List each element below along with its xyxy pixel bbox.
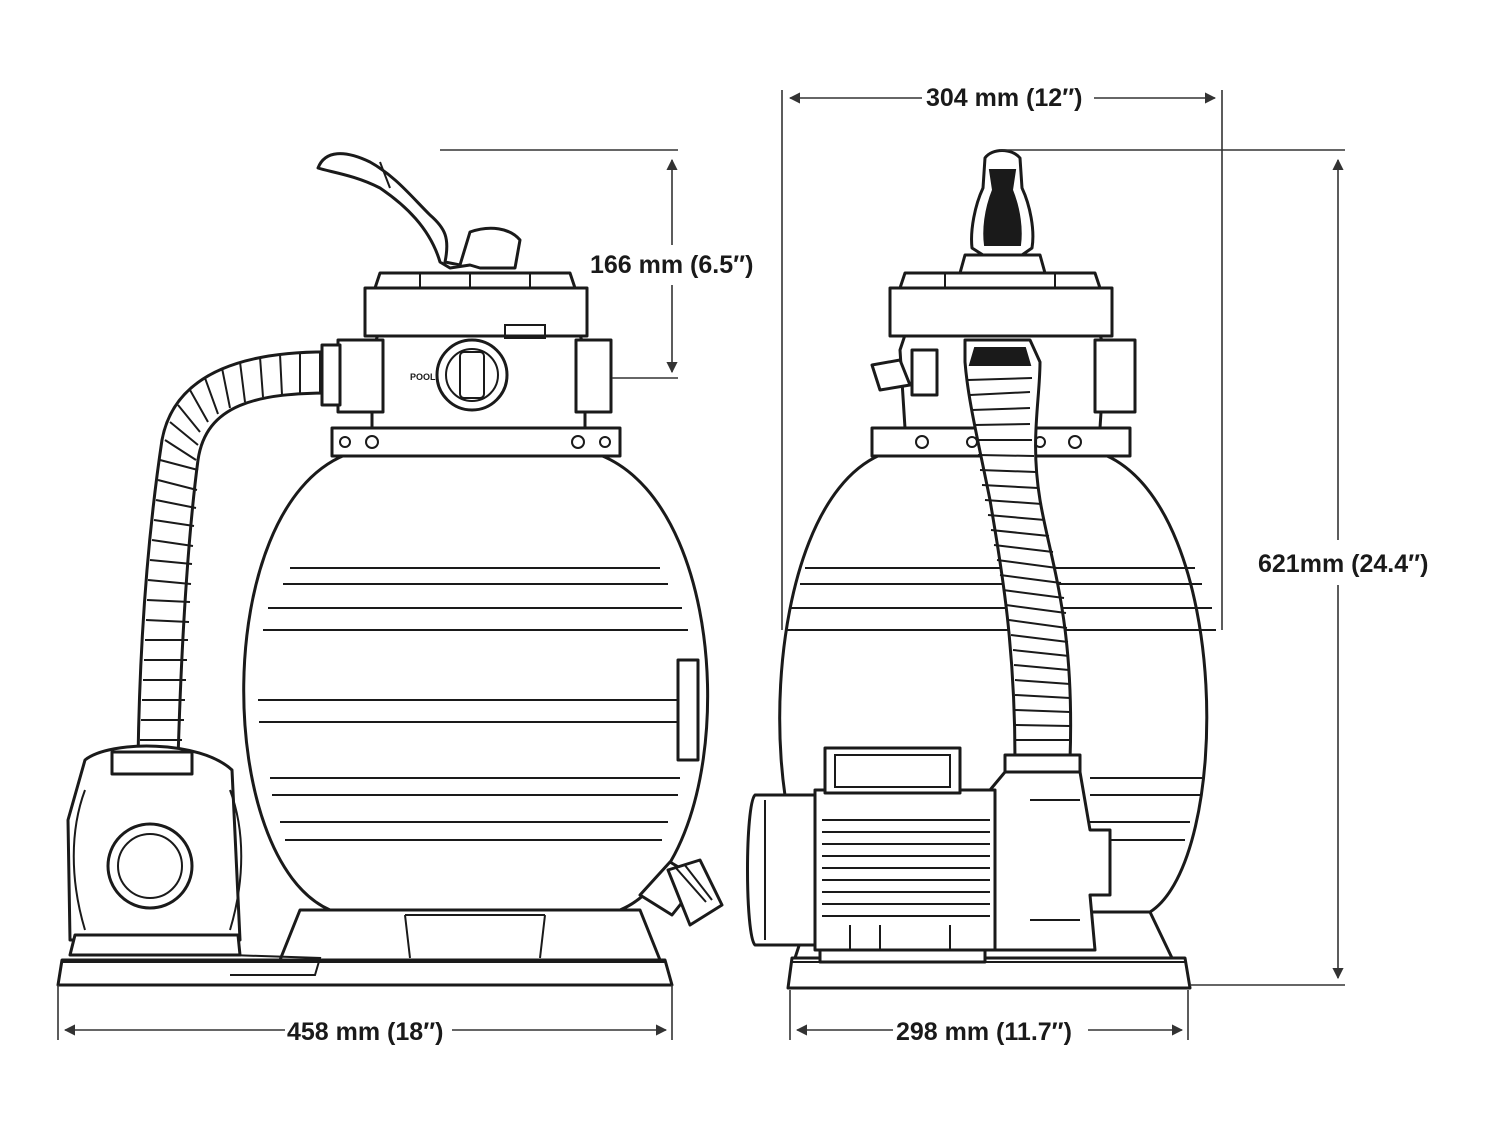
side-view-clamp [330,426,622,458]
dimension-label-left-width: 458 mm (18″) [287,1018,444,1046]
side-view-drain-valve [638,858,724,927]
side-view-tank-ribs [258,567,692,841]
front-view-pump [746,746,1112,964]
side-view-tank [242,453,710,912]
front-view-valve-top [888,286,1114,338]
pump-inlet-port [106,822,194,910]
valve-port-label-pool: POOL [410,372,436,382]
side-view-pump [66,744,322,976]
front-view [746,149,1216,990]
side-view-pedestal [278,908,662,962]
motor-cooling-fins [822,819,990,917]
pump-motor [813,788,997,952]
side-view-valve-top [363,286,589,338]
side-view: POOL [56,152,724,987]
front-view-tank-ribs [786,567,1216,841]
side-view-base [56,958,674,987]
side-view-valve-handle [316,152,522,270]
dimension-lines [57,90,1345,1040]
dimension-label-top-width: 304 mm (12″) [926,84,1083,112]
dimension-label-handle-height: 166 mm (6.5″) [590,251,753,279]
dimension-label-total-height: 621mm (24.4″) [1258,550,1428,578]
dimension-label-right-width: 298 mm (11.7″) [896,1018,1072,1046]
